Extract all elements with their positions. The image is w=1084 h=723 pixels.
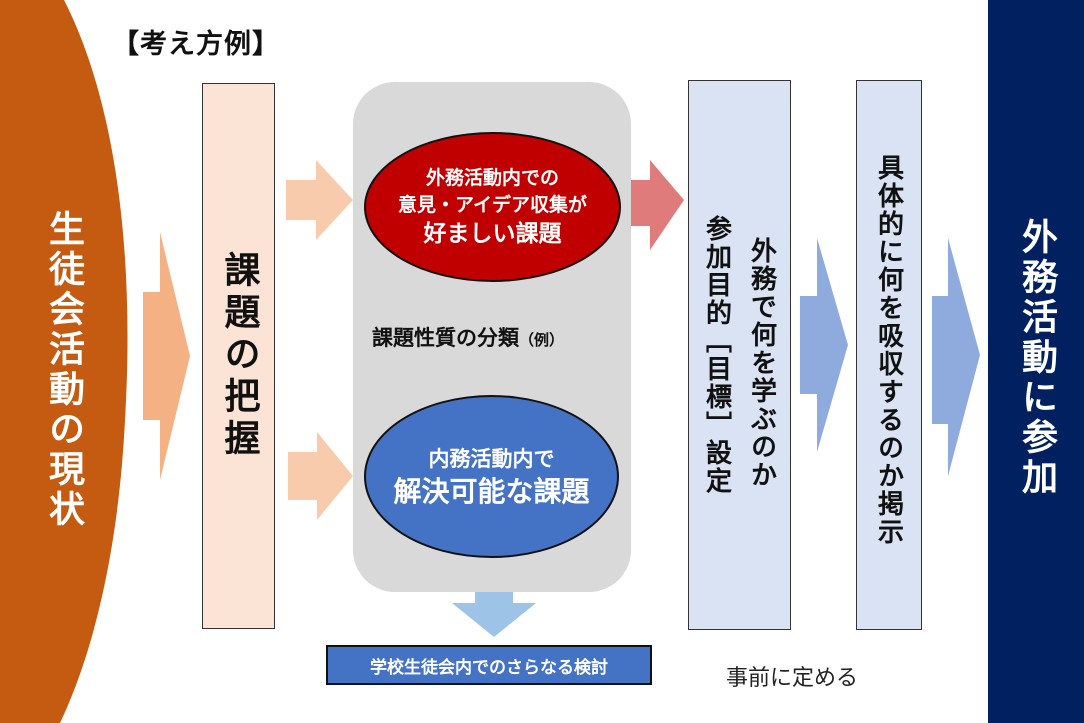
current-state-label: 生徒会活動の現状 — [38, 210, 88, 530]
external-issue-line-2: 意見・アイデア収集が — [397, 194, 588, 216]
participate-panel — [988, 0, 1084, 723]
classification-label: 課題性質の分類（例） — [372, 322, 564, 352]
absorb-box: 具体的に何を吸収するのか掲示 — [856, 80, 922, 630]
predefine-note: 事前に定める — [726, 666, 859, 691]
participate-label: 外務活動に参加 — [1010, 218, 1062, 498]
arrow-absorb-to-participate — [932, 238, 980, 476]
further-review-box: 学校生徒会内でのさらなる検討 — [326, 645, 652, 685]
arrow-grasp-to-internal — [288, 432, 353, 520]
goal-setting-box: 外務で何を学ぶのか 参加目的［目標］設定 — [688, 80, 791, 630]
arrow-current-to-grasp — [143, 232, 190, 480]
current-state-text: 生徒会活動の現状 — [43, 210, 84, 530]
arrow-goal-to-absorb — [800, 238, 848, 452]
arrow-external-to-goal — [625, 160, 684, 250]
arrow-internal-down — [452, 582, 536, 637]
classification-label-text: 課題性質の分類 — [372, 326, 519, 350]
external-issue-ellipse: 外務活動内での 意見・アイデア収集が 好ましい課題 — [364, 132, 621, 282]
participate-text: 外務活動に参加 — [1016, 218, 1057, 498]
grasp-issues-text: 課題の把握 — [218, 251, 260, 461]
grasp-issues-box: 課題の把握 — [202, 83, 275, 629]
internal-issue-line-2: 解決可能な課題 — [393, 474, 590, 508]
goal-setting-line-1: 外務で何を学ぶのか — [746, 237, 777, 489]
page-title: 【考え方例】 — [112, 29, 280, 60]
arrow-grasp-to-external — [286, 160, 353, 240]
classification-label-suffix: （例） — [519, 331, 565, 349]
internal-issue-ellipse: 内務活動内で 解決可能な課題 — [364, 395, 619, 558]
external-issue-line-3: 好ましい課題 — [423, 221, 562, 247]
current-state-arc — [0, 0, 128, 723]
absorb-text: 具体的に何を吸収するのか掲示 — [873, 154, 904, 546]
further-review-text: 学校生徒会内でのさらなる検討 — [370, 657, 608, 678]
goal-setting-line-2: 参加目的［目標］設定 — [701, 215, 732, 495]
internal-issue-line-1: 内務活動内で — [428, 446, 555, 471]
external-issue-line-1: 外務活動内での — [425, 167, 559, 189]
